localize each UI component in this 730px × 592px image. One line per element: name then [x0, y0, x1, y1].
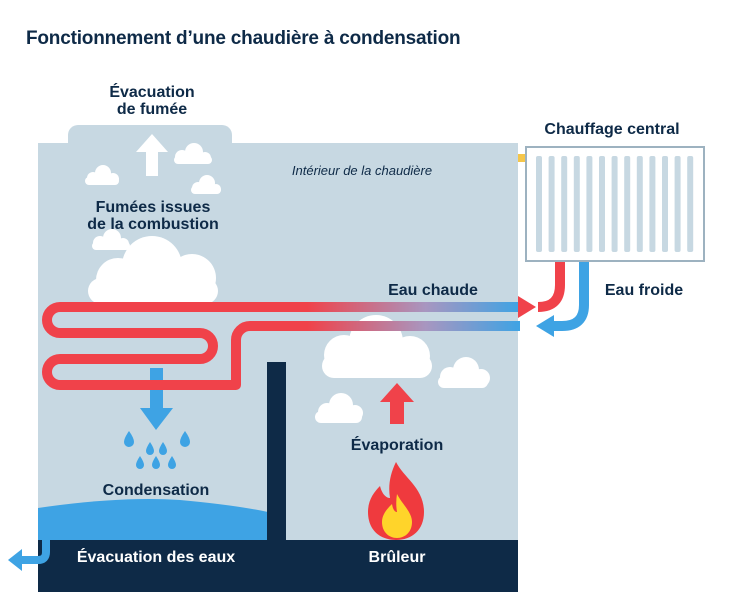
- radiator-fin: [548, 156, 555, 252]
- water-drops: [124, 431, 190, 469]
- cloud-icon: [85, 165, 119, 185]
- water-drop-icon: [159, 442, 167, 455]
- radiator-fin: [662, 156, 668, 252]
- water-drop-icon: [168, 456, 176, 469]
- water-drain-label: Évacuation des eaux: [77, 547, 235, 566]
- cloud-icon: [315, 393, 363, 423]
- radiator-fin: [561, 156, 568, 252]
- water-drop-icon: [124, 431, 134, 447]
- cloud-icon: [92, 229, 130, 250]
- radiator-icon: [518, 146, 705, 262]
- heat-exchanger-pipe: [42, 302, 520, 390]
- flame-icon: [368, 462, 424, 540]
- central-heating-label: Chauffage central: [544, 121, 679, 138]
- radiator-fin: [687, 156, 694, 252]
- radiator-fin: [599, 156, 605, 252]
- radiator-fin: [611, 156, 618, 252]
- smoke-exhaust-label-line1: Évacuation: [109, 82, 194, 101]
- smoke-exhaust-label-line2: de fumée: [117, 101, 187, 118]
- radiator-fin: [586, 156, 593, 252]
- water-drop-icon: [152, 456, 160, 469]
- cloud-icon: [191, 175, 221, 194]
- evaporation-label: Évaporation: [351, 435, 443, 454]
- radiator-fin: [636, 156, 643, 252]
- radiator-fin: [536, 156, 542, 252]
- cold-water-label: Eau froide: [605, 282, 683, 299]
- hot-water-arrow-icon: [518, 262, 565, 318]
- water-drop-icon: [136, 456, 144, 469]
- evaporation-arrow-icon: [380, 383, 414, 424]
- condensation-label: Condensation: [103, 482, 210, 499]
- cloud-icon: [438, 357, 490, 388]
- boiler-interior-label: Intérieur de la chaudière: [292, 163, 432, 178]
- cloud-icon: [174, 143, 212, 164]
- burner-label: Brûleur: [369, 549, 426, 566]
- combustion-fumes-label-line1: Fumées issues: [96, 199, 211, 216]
- up-arrow-icon: [136, 134, 168, 176]
- cold-water-arrow-icon: [536, 262, 589, 337]
- radiator-fin: [674, 156, 681, 252]
- cloud-icon: [322, 315, 432, 378]
- drain-arrow-icon: [8, 540, 50, 571]
- condensate-water: [38, 499, 268, 545]
- radiator-fin: [624, 156, 631, 252]
- cloud-icon: [88, 236, 218, 304]
- hot-water-label: Eau chaude: [388, 282, 478, 299]
- combustion-fumes-label-line2: de la combustion: [87, 216, 219, 233]
- boiler-base: [38, 362, 518, 592]
- radiator-fin: [649, 156, 656, 252]
- page-title: Fonctionnement d’une chaudière à condens…: [26, 28, 461, 49]
- water-drop-icon: [146, 442, 154, 455]
- radiator-fin: [573, 156, 580, 252]
- water-drop-icon: [180, 431, 190, 447]
